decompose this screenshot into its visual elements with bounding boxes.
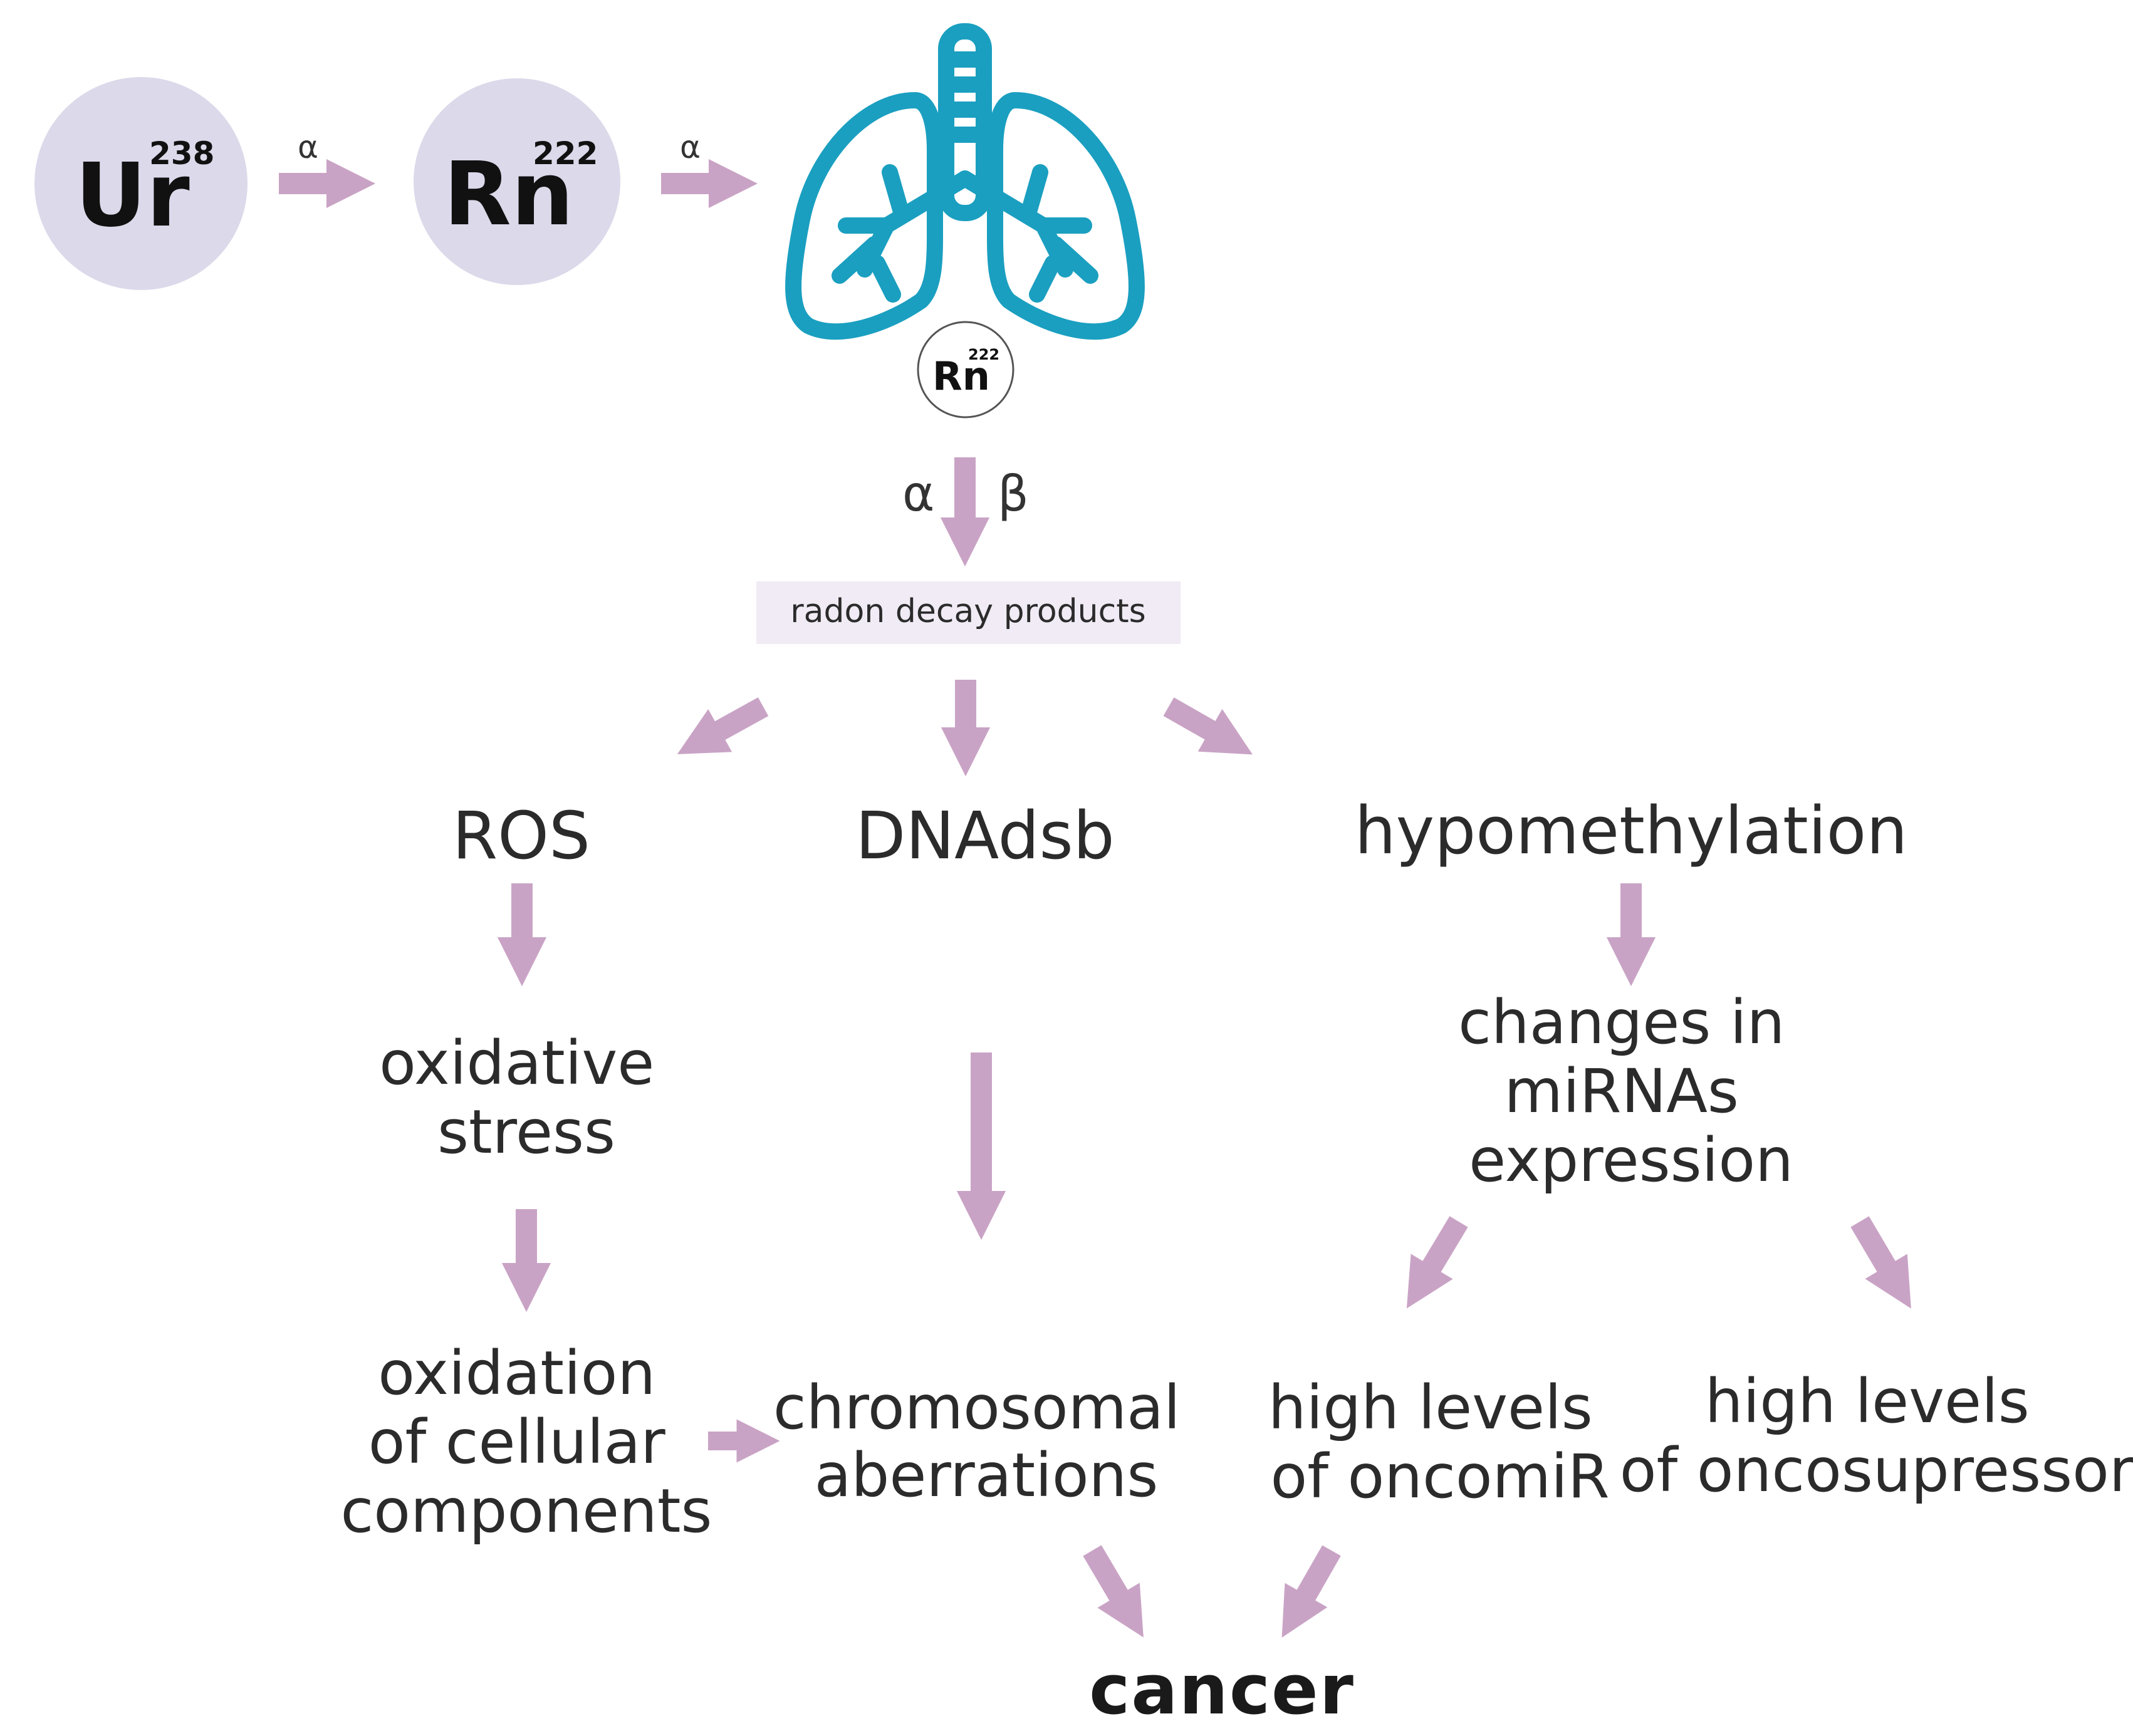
arrow-oncomir-to-cancer xyxy=(1281,1545,1341,1638)
alpha-arrow-1: α xyxy=(279,129,376,209)
arrow-mirna-to-oncomir xyxy=(1406,1216,1468,1309)
lung-radon-badge: Rn 222 xyxy=(917,321,1014,418)
radon-symbol: Rn xyxy=(444,143,573,246)
atom-circle-icon xyxy=(34,77,248,290)
oxidation-label: oxidation of cellular components xyxy=(340,1338,712,1546)
alpha-arrow-2: α xyxy=(661,129,758,209)
dnadsb-label: DNAdsb xyxy=(855,798,1114,874)
mirna-line-2: miRNAs xyxy=(1505,1056,1739,1126)
oncosupressor-line-1: high levels xyxy=(1705,1366,2030,1437)
products-label: radon decay products xyxy=(790,593,1145,630)
ros-label: ROS xyxy=(452,798,590,874)
lungs-icon xyxy=(785,23,1145,340)
chromosomal-line-2: aberrations xyxy=(815,1440,1159,1510)
oncomir-line-2: of oncomiR xyxy=(1270,1442,1609,1512)
mirna-label: changes in miRNAs expression xyxy=(1458,987,1804,1195)
arrow-chromosomal-to-cancer xyxy=(1083,1545,1144,1638)
chromosomal-line-1: chromosomal xyxy=(773,1373,1181,1443)
alpha-beta-arrow: α β xyxy=(902,457,1029,567)
chromosomal-label: chromosomal aberrations xyxy=(773,1373,1199,1510)
cancer-label: cancer xyxy=(1089,1650,1355,1730)
arrow-mirna-to-oncosupressor xyxy=(1850,1216,1911,1309)
oxidation-line-1: oxidation xyxy=(378,1338,655,1408)
alpha-label-2: α xyxy=(680,129,701,165)
oncosupressor-line-2: of oncosupressor xyxy=(1620,1435,2133,1505)
badge-mass: 222 xyxy=(968,346,999,363)
beta-label-down: β xyxy=(998,466,1029,522)
atom-circle-icon xyxy=(917,321,1014,418)
products-box: radon decay products xyxy=(756,581,1181,644)
uranium-symbol: Ur xyxy=(75,145,190,247)
oxidative-stress-line-2: stress xyxy=(437,1097,615,1167)
uranium-mass: 238 xyxy=(149,135,214,172)
hypomethylation-label: hypomethylation xyxy=(1355,793,1907,869)
oncomir-label: high levels of oncomiR xyxy=(1268,1373,1612,1512)
badge-symbol: Rn xyxy=(932,353,990,399)
oxidation-line-3: components xyxy=(340,1476,712,1546)
arrow-to-hypomethylation xyxy=(1163,697,1253,755)
oxidative-stress-line-1: oxidative xyxy=(379,1028,654,1098)
oncomir-line-1: high levels xyxy=(1268,1373,1593,1443)
alpha-label-1: α xyxy=(298,129,318,165)
mirna-line-3: expression xyxy=(1469,1125,1793,1195)
alpha-label-down: α xyxy=(902,466,934,522)
mirna-line-1: changes in xyxy=(1458,987,1785,1058)
radon-mass: 222 xyxy=(533,135,598,172)
arrow-to-ros xyxy=(677,697,769,754)
oxidation-line-2: of cellular xyxy=(368,1407,666,1477)
oncosupressor-label: high levels of oncosupressor xyxy=(1620,1366,2133,1505)
radon-atom: Rn 222 xyxy=(414,78,620,285)
uranium-atom: Ur 238 xyxy=(34,77,248,290)
atom-circle-icon xyxy=(414,78,620,285)
oxidative-stress-label: oxidative stress xyxy=(379,1028,674,1167)
